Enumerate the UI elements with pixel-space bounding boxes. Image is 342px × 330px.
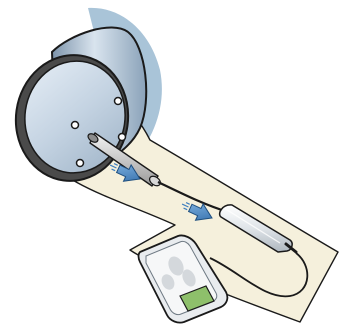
bolt-icon [119, 134, 126, 141]
bolt-icon [77, 160, 84, 167]
bolt-icon [115, 98, 122, 105]
bolt-icon [72, 122, 79, 129]
